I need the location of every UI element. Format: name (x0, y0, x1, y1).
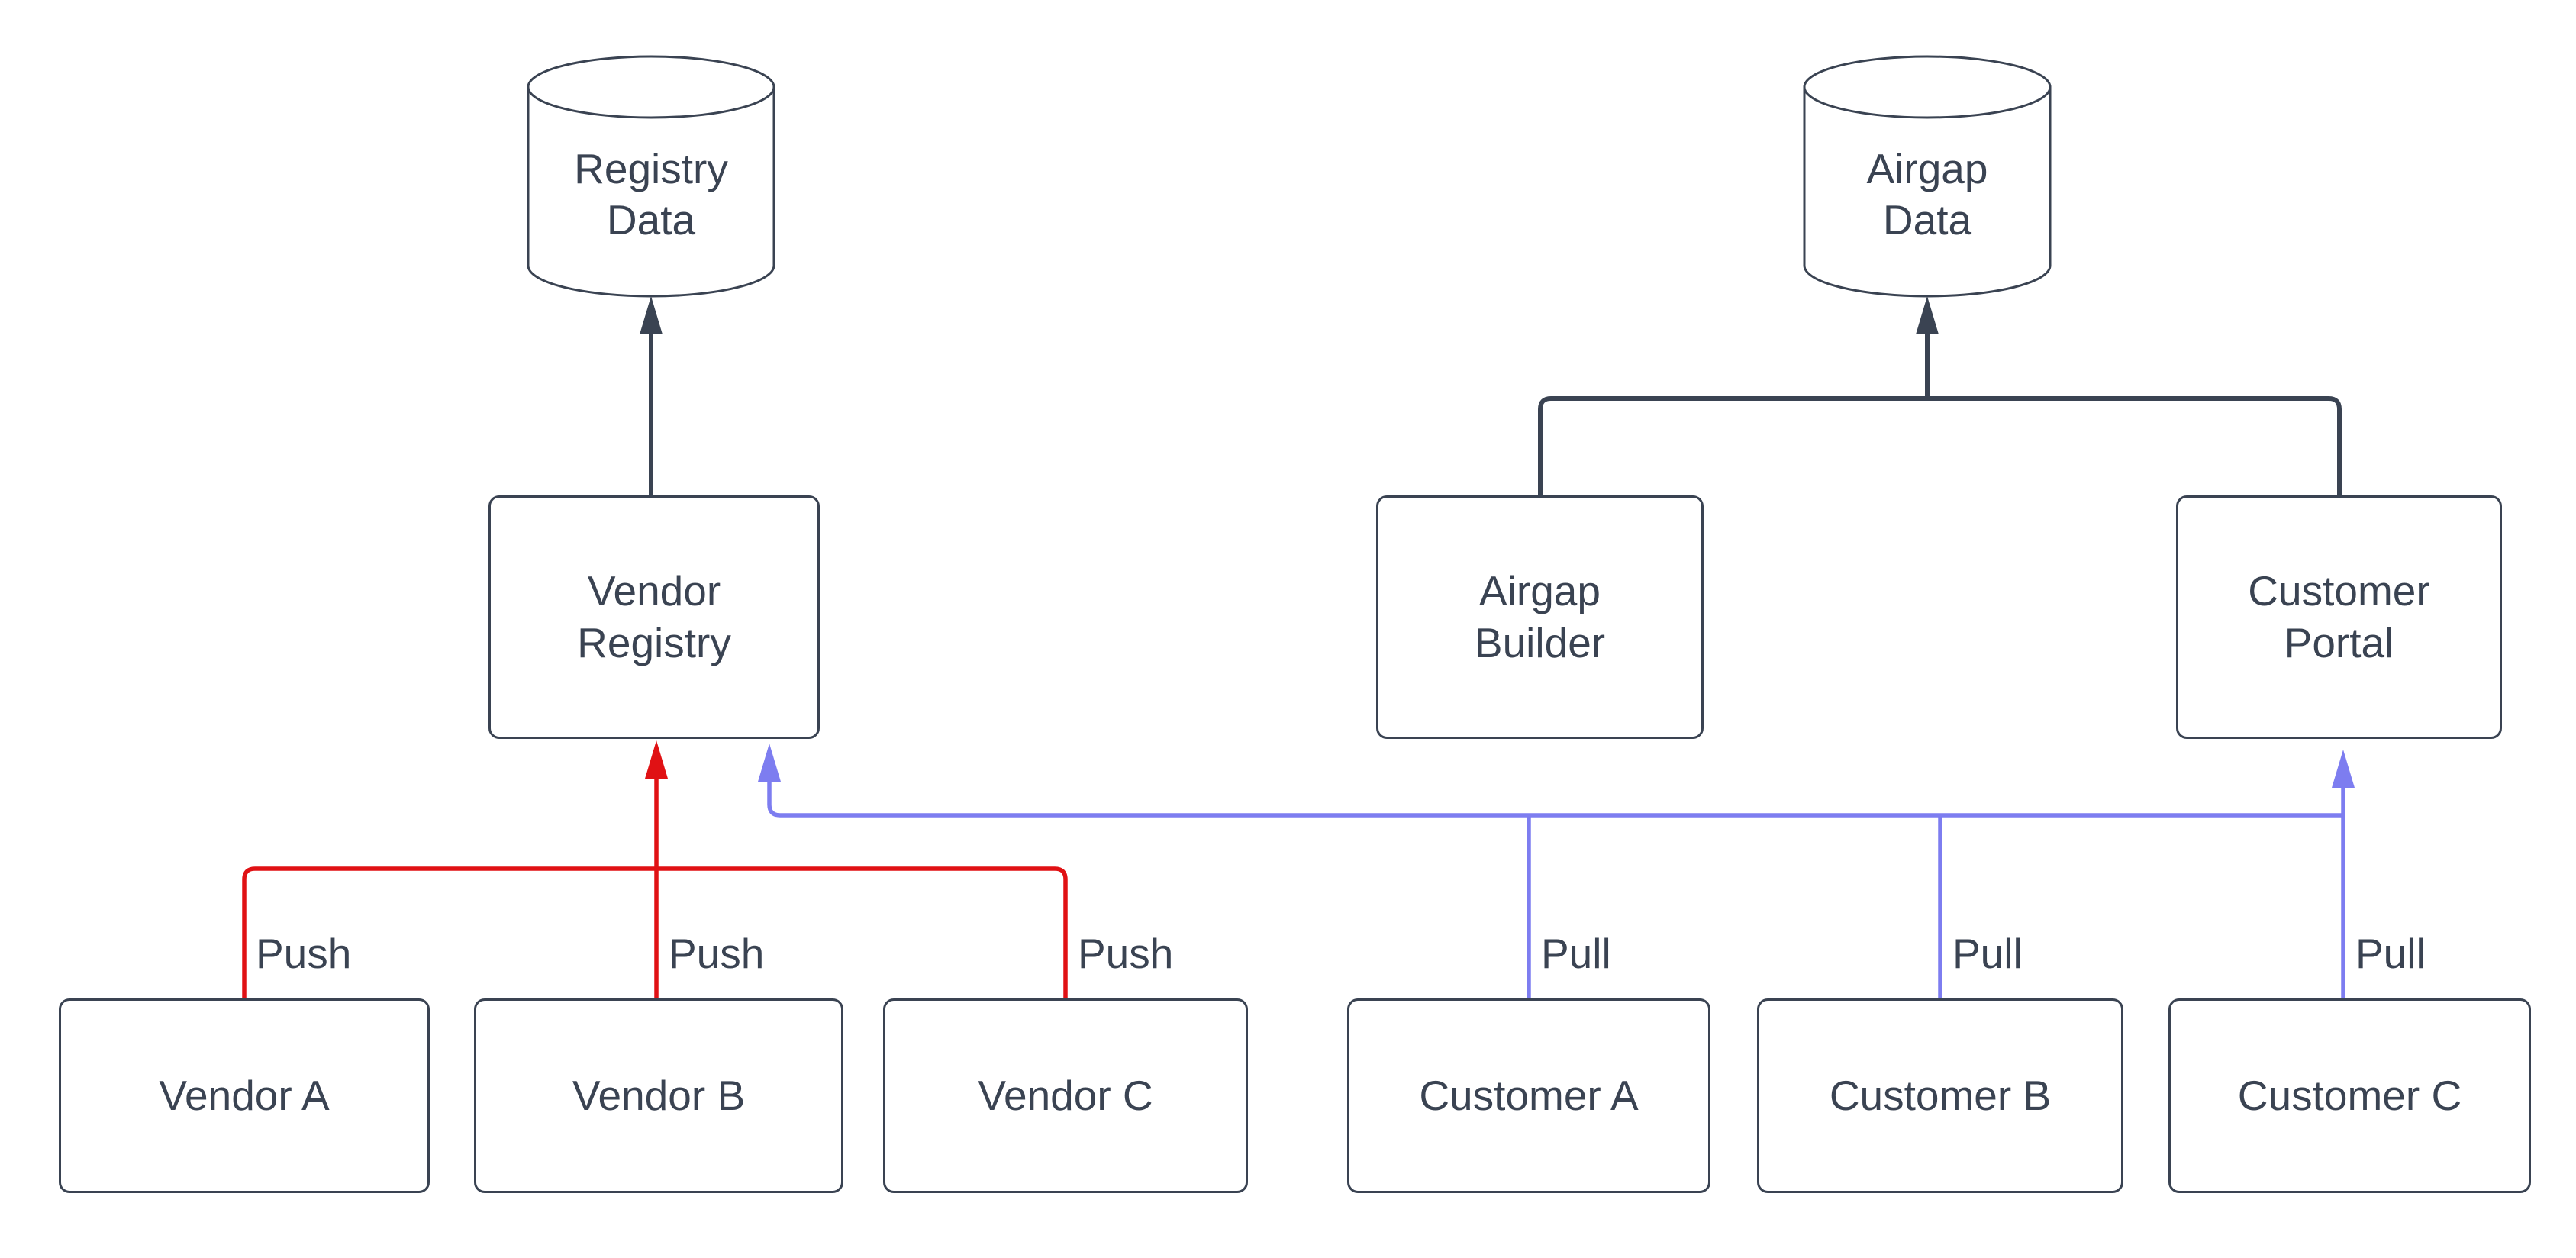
edge-label-push-c: Push (1078, 930, 1174, 977)
cylinder-body (527, 85, 775, 298)
arrowhead-pull-vendor-registry (758, 744, 781, 782)
node-customer-c: Customer C (2168, 998, 2531, 1193)
node-label: Vendor C (978, 1071, 1153, 1119)
connector-pull-rail (767, 780, 2343, 818)
arrowhead-push-vendor-registry (645, 740, 668, 779)
airgap-data-cylinder (1803, 55, 2052, 298)
node-label: Customer Portal (2248, 567, 2430, 666)
cylinder-body (1803, 85, 2052, 298)
arrowhead-registry-data (640, 296, 663, 334)
node-label: Customer C (2237, 1071, 2462, 1119)
edge-label-pull-c: Pull (2355, 930, 2426, 977)
edge-label-push-a: Push (256, 930, 352, 977)
node-label: Customer B (1829, 1071, 2052, 1119)
node-label: Customer A (1419, 1071, 1639, 1119)
edge-label-push-b: Push (669, 930, 765, 977)
node-airgap-data: Airgap Data (1828, 115, 2026, 275)
node-label: Vendor Registry (577, 567, 731, 666)
arrowhead-pull-customer-portal (2332, 750, 2355, 788)
node-label: Vendor A (159, 1071, 330, 1119)
node-label: Vendor B (572, 1071, 746, 1119)
node-customer-b: Customer B (1757, 998, 2123, 1193)
node-label: Airgap Builder (1474, 567, 1606, 666)
node-vendor-a: Vendor A (59, 998, 430, 1193)
node-label: Airgap Data (1866, 144, 1988, 244)
cylinder-top (1803, 55, 2052, 119)
node-customer-portal: Customer Portal (2176, 495, 2502, 739)
node-label: Registry Data (574, 144, 728, 244)
arrowhead-airgap-data (1916, 296, 1939, 334)
connector-builder-portal-trunk (1538, 396, 2342, 495)
registry-data-cylinder (527, 55, 775, 298)
node-vendor-registry: Vendor Registry (488, 495, 820, 739)
cylinder-top (527, 55, 775, 119)
edge-label-pull-a: Pull (1541, 930, 1611, 977)
node-vendor-b: Vendor B (474, 998, 843, 1193)
node-registry-data: Registry Data (552, 115, 750, 275)
node-airgap-builder: Airgap Builder (1376, 495, 1704, 739)
node-customer-a: Customer A (1347, 998, 1710, 1193)
edge-label-pull-b: Pull (1952, 930, 2023, 977)
node-vendor-c: Vendor C (883, 998, 1248, 1193)
